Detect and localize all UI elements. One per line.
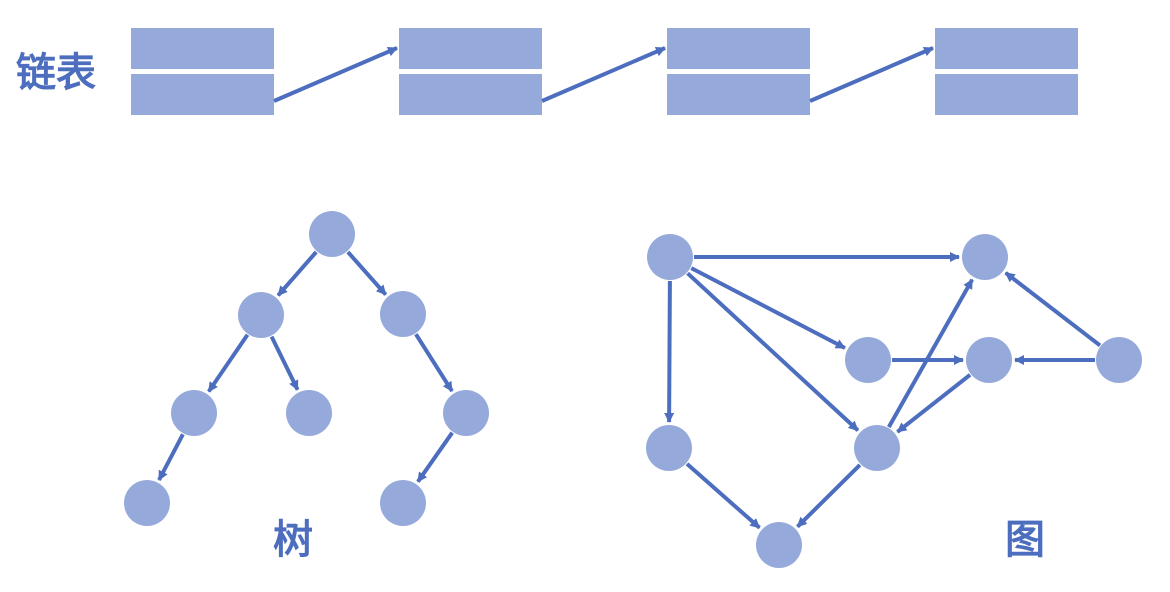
graph-edge-G-to-H [685, 462, 761, 530]
linked-list-diagram [131, 28, 1078, 115]
list-node-2-data-field [399, 28, 542, 69]
tree-edge-right-right-to-right-right-left [416, 431, 454, 483]
graph-edge-A-to-F [686, 271, 860, 432]
graph-edge-F-to-B [887, 278, 974, 429]
tree-edge-left-to-left-right [269, 335, 300, 391]
graph-node-B [962, 234, 1008, 280]
list-pointer-arrow-1 [273, 46, 398, 103]
graph-edge-E-to-B [1004, 271, 1102, 347]
tree-node-left-left-left [124, 480, 170, 526]
graph-edge-A-to-C [690, 266, 846, 350]
list-node-4-pointer-field [935, 74, 1078, 115]
graph-edge-F-to-H [796, 463, 862, 529]
tree-edge-root-to-right [346, 250, 388, 296]
tree-diagram [124, 211, 489, 526]
tree-node-left [238, 292, 284, 338]
tree-edge-root-to-left [276, 250, 318, 297]
graph-diagram [646, 234, 1142, 568]
tree-node-right-right [443, 390, 489, 436]
list-node-2-pointer-field [399, 74, 542, 115]
tree-node-left-left [171, 390, 217, 436]
graph-node-H [756, 522, 802, 568]
graph-node-C [845, 337, 891, 383]
list-pointer-arrow-3 [809, 46, 934, 103]
list-pointer-arrow-2 [541, 46, 666, 103]
list-node-3-pointer-field [667, 74, 810, 115]
tree-node-right [380, 291, 426, 337]
tree-node-root [309, 211, 355, 257]
graph-node-A [647, 234, 693, 280]
tree-edge-right-to-right-right [414, 333, 454, 393]
list-node-4-data-field [935, 28, 1078, 69]
linked-list-label: 链表 [16, 50, 96, 96]
graph-edge-D-to-F [896, 373, 972, 434]
graph-label: 图 [1005, 517, 1045, 563]
graph-node-D [966, 337, 1012, 383]
graph-edge-A-to-G [664, 280, 675, 423]
graph-node-G [646, 425, 692, 471]
list-node-1-data-field [131, 28, 274, 69]
list-node-3-data-field [667, 28, 810, 69]
tree-node-right-right-left [380, 480, 426, 526]
tree-edge-left-left-to-left-left-left [157, 433, 185, 481]
tree-edge-left-to-left-left [207, 333, 250, 393]
list-node-1-pointer-field [131, 74, 274, 115]
graph-node-E [1096, 337, 1142, 383]
tree-label: 树 [273, 517, 313, 563]
tree-node-left-right [286, 390, 332, 436]
graph-node-F [854, 425, 900, 471]
